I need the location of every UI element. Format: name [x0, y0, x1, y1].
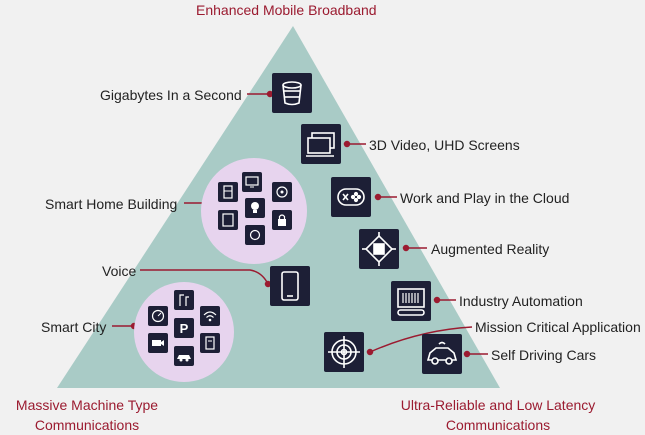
camera-icon	[148, 333, 168, 353]
target-icon	[324, 332, 364, 372]
label-video: 3D Video, UHD Screens	[369, 137, 520, 153]
tablet-icon	[218, 210, 238, 230]
corner-title-bottom-right: Ultra-Reliable and Low Latency Communica…	[388, 395, 608, 435]
meter-icon	[200, 333, 220, 353]
corner-title-bottom-right-line2: Communications	[445, 417, 551, 433]
barcode-scanner-icon	[391, 281, 431, 321]
corner-title-bottom-left: Massive Machine Type Communications	[12, 395, 162, 435]
lock-icon	[272, 210, 292, 230]
corner-title-bottom-right-line1: Ultra-Reliable and Low Latency	[400, 397, 596, 413]
gauge-icon	[148, 306, 168, 326]
speaker-icon	[272, 182, 292, 202]
label-cars: Self Driving Cars	[491, 347, 597, 363]
label-cloud: Work and Play in the Cloud	[400, 190, 570, 206]
parking-icon: P	[174, 318, 194, 338]
label-voice: Voice	[102, 263, 137, 279]
svg-text:P: P	[180, 321, 189, 336]
chip-icon	[359, 229, 399, 269]
storage-icon	[272, 73, 312, 113]
car-icon	[422, 334, 462, 374]
label-ar: Augmented Reality	[431, 241, 550, 257]
corner-title-bottom-left-line1: Massive Machine Type	[15, 397, 159, 413]
tv-icon	[242, 172, 262, 192]
label-gigabytes: Gigabytes In a Second	[100, 87, 242, 103]
appliance-icon	[218, 182, 238, 202]
corner-title-bottom-left-line2: Communications	[34, 417, 140, 433]
gamepad-icon	[331, 177, 371, 217]
wifi-icon	[200, 306, 220, 326]
label-smart-home: Smart Home Building	[45, 196, 178, 212]
lightbulb-icon	[245, 198, 265, 218]
phone-icon	[270, 266, 310, 306]
label-mission: Mission Critical Application	[475, 319, 641, 335]
label-automation: Industry Automation	[459, 293, 583, 309]
corner-title-top: Enhanced Mobile Broadband	[196, 2, 377, 18]
label-smart-city: Smart City	[41, 319, 107, 335]
screens-icon	[301, 124, 341, 164]
vehicle-icon	[174, 346, 194, 366]
washer-icon	[245, 225, 265, 245]
streetlight-icon	[174, 290, 194, 310]
